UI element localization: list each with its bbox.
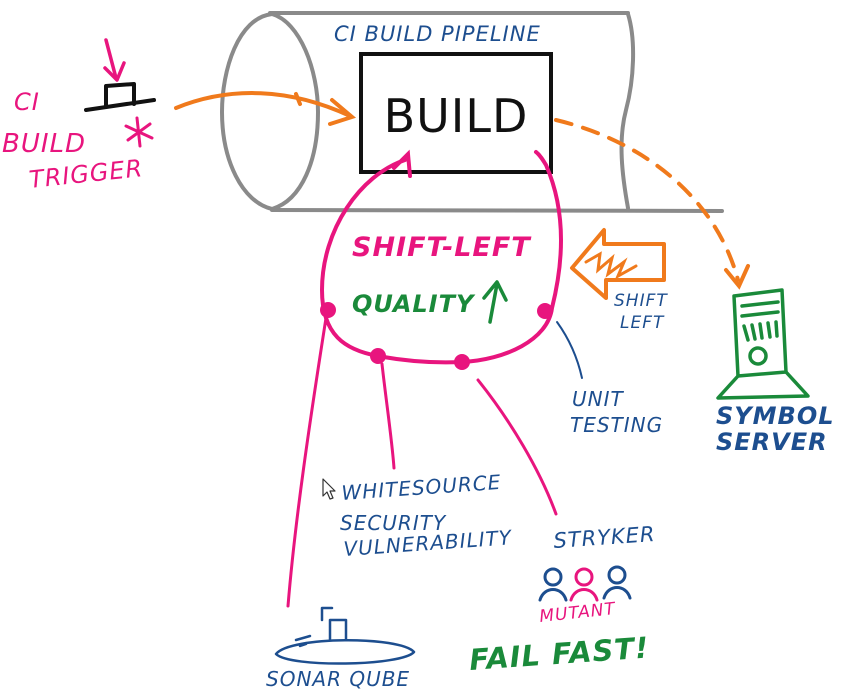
mutant-figure-3-body: [602, 586, 632, 600]
symbol-arrow-head: [724, 264, 750, 290]
shift-left-arrow-outline: [570, 228, 666, 300]
connector-unit-testing: [556, 321, 583, 379]
server-vents: [742, 320, 779, 342]
loop-node-stryker: [454, 354, 470, 370]
quality-up-arrow-icon: [482, 280, 508, 324]
submarine-tower: [328, 618, 348, 642]
mutant-label: MUTANT: [538, 599, 617, 627]
stryker-label: STRYKER: [553, 522, 657, 553]
push-button-cap: [104, 82, 136, 108]
pipeline-left-cap: [219, 12, 274, 211]
quality-up-arrow-shaft: [488, 282, 499, 324]
push-button-icon: [84, 38, 156, 148]
loop-nodes: [320, 302, 553, 370]
sonarqube-label: SONAR QUBE: [266, 667, 410, 690]
symbol-server-line1: SYMBOL: [716, 402, 835, 430]
mutant-figures-icon: [538, 565, 632, 602]
whitesource-line2: SECURITY: [340, 511, 447, 535]
mouse-cursor-icon: [322, 478, 336, 500]
trigger-line2: BUILD: [2, 129, 86, 159]
submarine-periscope: [320, 606, 334, 622]
shift-left-arrow-icon: [570, 228, 666, 300]
trigger-line3: TRIGGER: [28, 154, 145, 194]
pipeline-right-cap: [619, 12, 636, 210]
mutant-figure-1-head: [543, 567, 563, 587]
server-icon: [716, 288, 810, 400]
mutant-figure-1-body: [538, 588, 568, 602]
whitesource-line1: WHITESOURCE: [341, 470, 502, 505]
shift-arrow-line1: SHIFT: [614, 291, 668, 311]
mutant-figure-3: [602, 565, 632, 600]
pipeline-left-inner: [270, 12, 321, 211]
push-button-arrowhead: [103, 61, 126, 82]
loop-node-whitesource: [370, 348, 386, 364]
quality-up-arrow-head: [482, 280, 508, 302]
trigger-arrow-tick: [294, 92, 302, 106]
build-label: BUILD: [384, 89, 529, 143]
trigger-line1: CI: [14, 88, 40, 116]
loop-arrowhead: [392, 149, 412, 178]
mutant-figure-1: [538, 567, 568, 602]
loop-node-unit-testing: [537, 303, 553, 319]
build-box: BUILD: [359, 52, 553, 174]
server-slot-1: [740, 300, 780, 318]
trigger-group: CI BUILD TRIGGER: [2, 38, 156, 194]
connector-sonar: [286, 316, 328, 608]
pipeline-bottom-edge: [270, 208, 724, 213]
fail-fast-label: FAIL FAST!: [468, 630, 650, 676]
connector-stryker: [476, 378, 558, 516]
build-box-frame: [359, 52, 553, 174]
push-button-base: [84, 98, 156, 112]
mutant-figure-2-head: [574, 567, 594, 587]
submarine-hull: [274, 639, 416, 665]
submarine-deck: [294, 634, 312, 648]
loop-quality: QUALITY: [352, 290, 476, 318]
shift-left-arrow-scribble: [584, 251, 638, 280]
connector-whitesource: [380, 362, 396, 470]
loop-node-sonar: [320, 302, 336, 318]
symbol-server-line2: SERVER: [716, 428, 828, 456]
shift-arrow-line2: LEFT: [620, 313, 665, 333]
trigger-arrow-head: [328, 98, 357, 126]
build-to-symbol-server-arrow: [554, 118, 750, 290]
server-disk: [748, 346, 768, 366]
tool-connector-lines: [286, 316, 558, 608]
mutant-figure-2: [569, 567, 599, 602]
spark-icon: [124, 116, 154, 148]
pipeline-title: CI BUILD PIPELINE: [334, 22, 541, 46]
mutant-figure-3-head: [607, 565, 627, 585]
push-button-arrow: [104, 38, 118, 80]
unit-testing-line1: UNIT: [572, 387, 624, 411]
trigger-to-build-arrow: [174, 91, 357, 126]
server-stand: [716, 370, 810, 400]
mutant-figure-2-body: [569, 588, 599, 602]
submarine-icon: [274, 606, 416, 665]
trigger-arrow-shaft: [174, 91, 352, 118]
symbol-arrow-shaft: [554, 118, 740, 282]
loop-title: SHIFT-LEFT: [352, 232, 532, 263]
unit-testing-line2: TESTING: [570, 413, 663, 437]
